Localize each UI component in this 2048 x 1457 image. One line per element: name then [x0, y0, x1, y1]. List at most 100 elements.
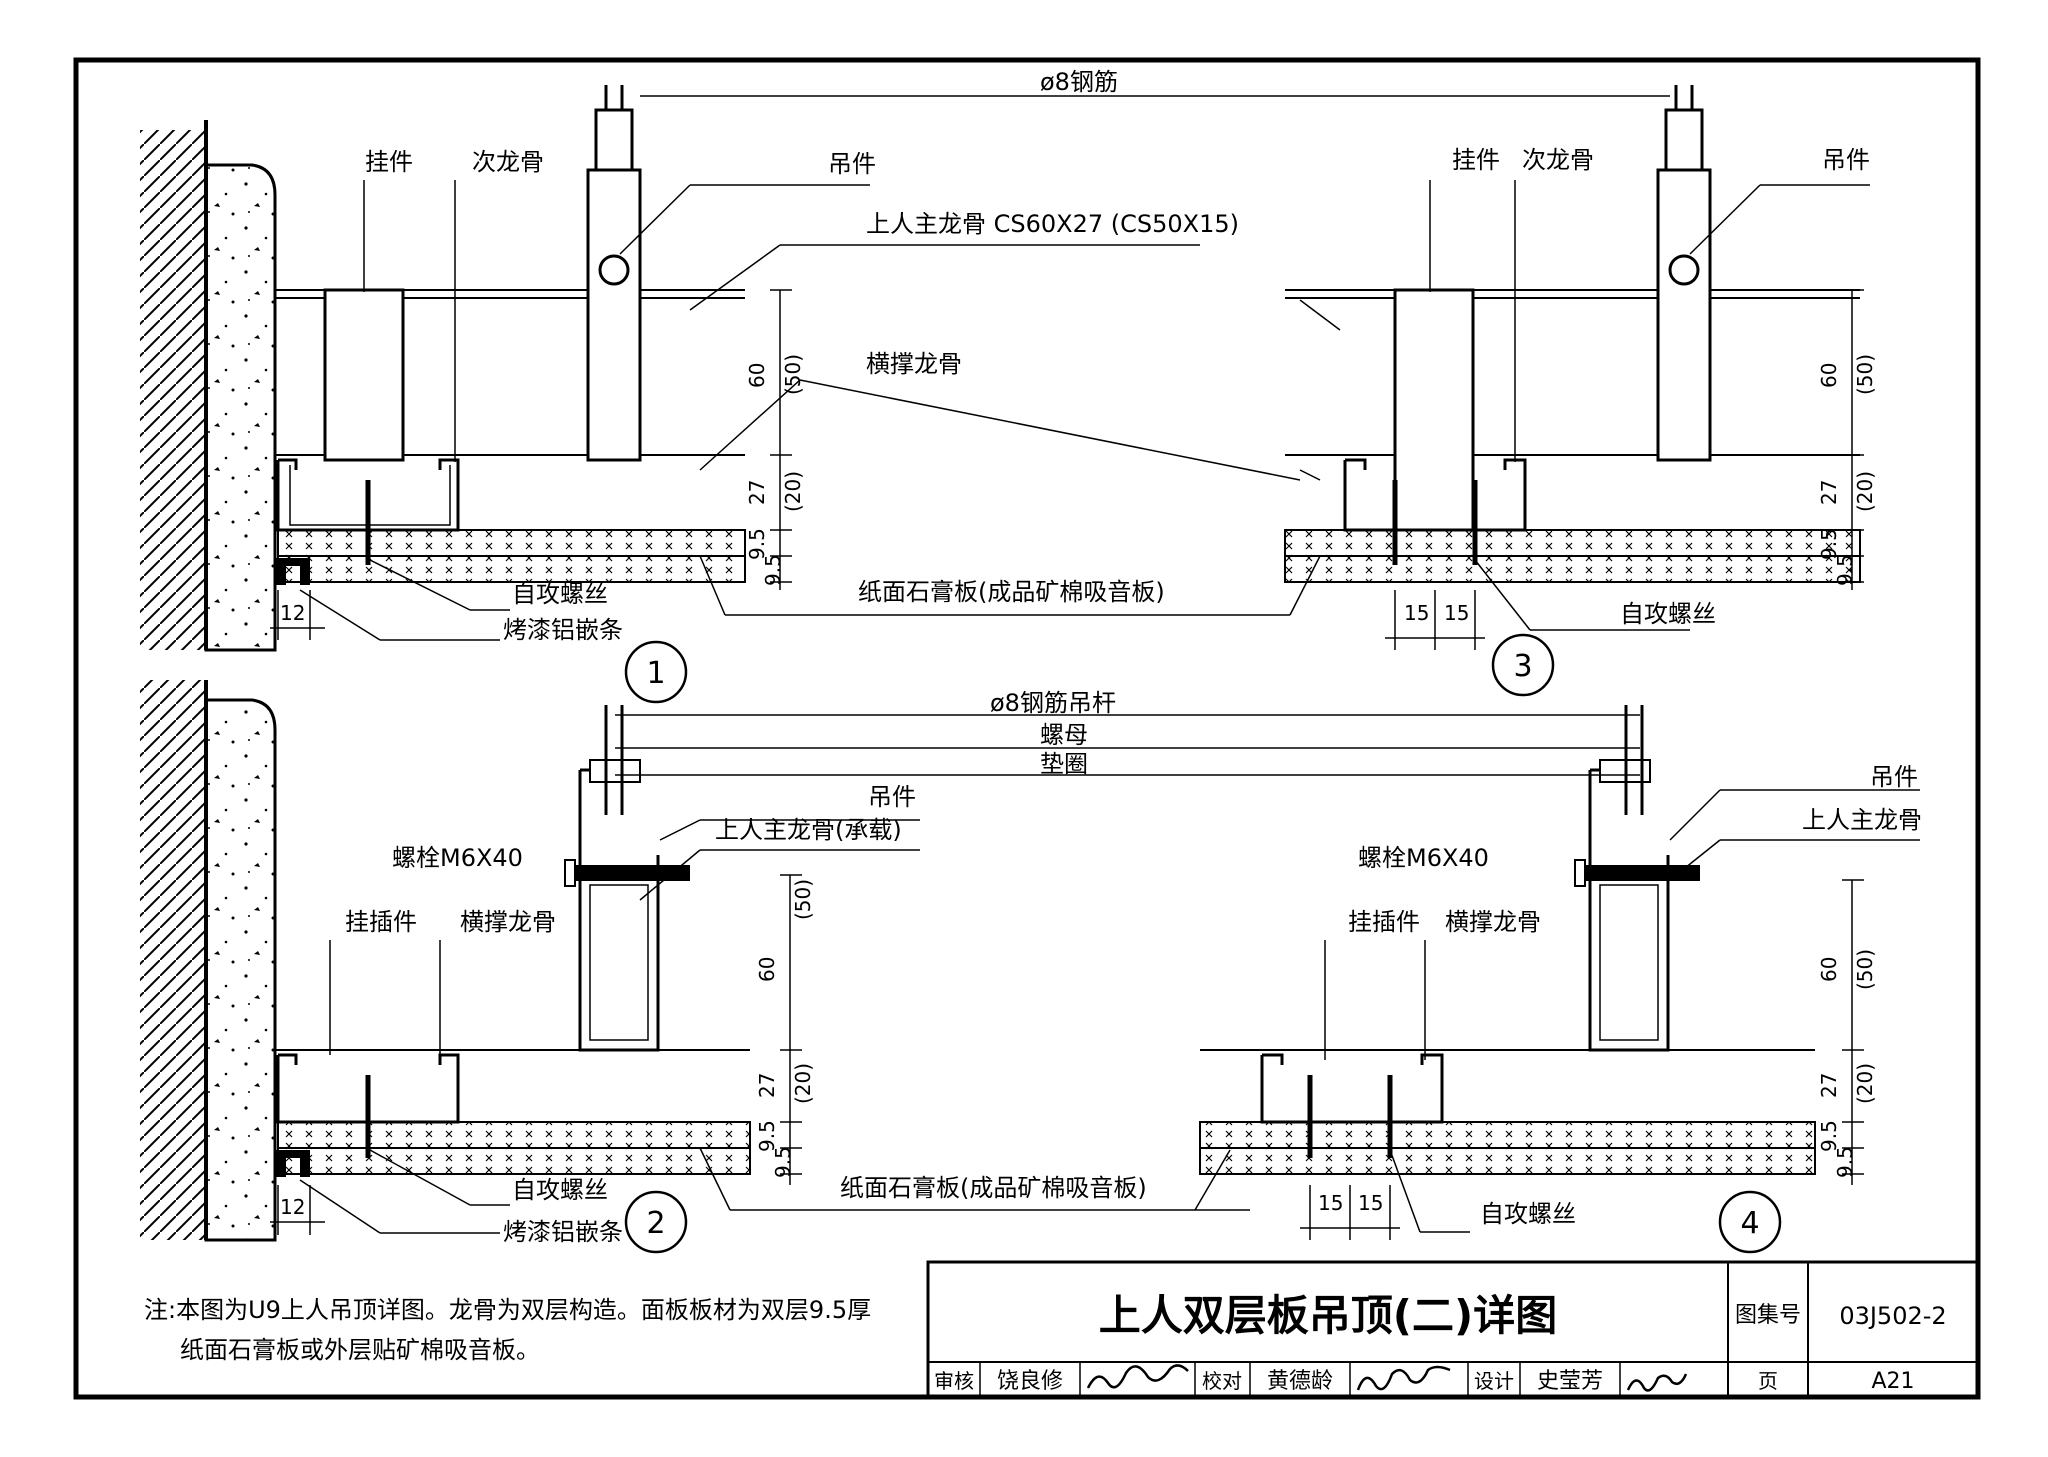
- label-bolt-2: 螺栓M6X40: [392, 844, 523, 872]
- label-cross-keel-2: 横撑龙骨: [460, 908, 556, 936]
- dim-95a-4: 9.5: [1817, 1120, 1841, 1152]
- label-nut: 螺母: [1040, 721, 1088, 749]
- label-trim-1: 烤漆铝嵌条: [503, 616, 623, 644]
- label-screw-3: 自攻螺丝: [1620, 600, 1716, 628]
- dims-3: [1842, 289, 1864, 590]
- detail-3: [1284, 85, 1870, 650]
- dim-12-1: 12: [280, 601, 305, 625]
- atlas-number: 03J502-2: [1839, 1302, 1946, 1330]
- board-layer-2b: [277, 1147, 751, 1175]
- callout-circle-2: [624, 1190, 688, 1254]
- dim-95a-1: 9.5: [745, 528, 769, 560]
- board-layer-2a: [277, 1121, 751, 1149]
- detail-4: [1194, 705, 1920, 1240]
- dim-60-4: 60: [1817, 957, 1841, 982]
- label-suspension-1: 吊件: [828, 150, 876, 178]
- signature-checker: [1356, 1365, 1451, 1391]
- drawing-title: 上人双层板吊顶(二)详图: [1099, 1291, 1557, 1340]
- board-layer-1b: [277, 555, 746, 583]
- dim-95b-3: 9.5: [1833, 554, 1857, 586]
- label-washer: 垫圈: [1040, 750, 1088, 778]
- label-main-keel-4: 上人主龙骨: [1802, 806, 1922, 834]
- title-block: [926, 1260, 1980, 1399]
- label-trim-2: 烤漆铝嵌条: [503, 1218, 623, 1246]
- dim-50-1: (50): [781, 354, 805, 395]
- label-screw-2: 自攻螺丝: [512, 1176, 608, 1204]
- signature-designer: [1626, 1373, 1688, 1392]
- dim-15a-4: 15: [1318, 1191, 1343, 1215]
- label-cross-keel-4: 横撑龙骨: [1445, 908, 1541, 936]
- dim-27-3: 27: [1817, 480, 1841, 505]
- label-screw-4: 自攻螺丝: [1480, 1200, 1576, 1228]
- dim-27-2: 27: [755, 1073, 779, 1098]
- dim-60-1: 60: [745, 363, 769, 388]
- wall-hatch-2: [140, 680, 206, 1240]
- main-keel-4: [1588, 873, 1670, 1052]
- label-board-2: 纸面石膏板(成品矿棉吸音板): [840, 1174, 1147, 1202]
- page-label: 页: [1758, 1369, 1778, 1393]
- board-layer-4a: [1199, 1121, 1816, 1149]
- dim-95b-1: 9.5: [761, 554, 785, 586]
- callout-circle-4: [1718, 1190, 1782, 1254]
- board-layer-4b: [1199, 1147, 1816, 1175]
- design-label: 设计: [1474, 1369, 1514, 1393]
- label-cross-keel-1: 横撑龙骨: [866, 350, 962, 378]
- dim-15a-3: 15: [1404, 601, 1429, 625]
- label-secondary-keel-3: 次龙骨: [1522, 146, 1594, 174]
- dim-60-3: 60: [1817, 363, 1841, 388]
- dim-95b-2: 9.5: [771, 1146, 795, 1178]
- callout-3: 3: [1513, 649, 1532, 684]
- bolt-m6x40-4: [1580, 865, 1700, 881]
- callout-circle-1: [624, 640, 688, 704]
- wall-hatch-1: [140, 130, 206, 650]
- dim-20-1: (20): [781, 471, 805, 512]
- label-secondary-keel-1: 次龙骨: [472, 148, 544, 176]
- dims-1: [770, 289, 792, 590]
- suspension-1: [586, 168, 642, 462]
- label-board-1: 纸面石膏板(成品矿棉吸音板): [858, 578, 1165, 606]
- label-main-keel-load: 上人主龙骨(承载): [715, 816, 902, 844]
- board-layer-3b: [1284, 555, 1861, 583]
- dim-27-1: 27: [745, 480, 769, 505]
- label-suspension-4: 吊件: [1870, 763, 1918, 791]
- reviewer-name: 饶良修: [997, 1369, 1063, 1394]
- dim-50-2: (50): [791, 879, 815, 920]
- dim-60-2: 60: [755, 957, 779, 982]
- bolt-m6x40-2: [570, 865, 690, 881]
- board-layer-1a: [277, 529, 746, 557]
- signature-reviewer: [1086, 1364, 1189, 1389]
- hanger-1: [323, 288, 405, 462]
- dim-50-4: (50): [1853, 949, 1877, 990]
- label-steel-bar: ø8钢筋: [1040, 68, 1118, 96]
- note-line-1: 注:本图为U9上人吊顶详图。龙骨为双层构造。面板板材为双层9.5厚: [144, 1296, 871, 1324]
- label-screw-1: 自攻螺丝: [512, 580, 608, 608]
- concrete-wall-1: [204, 163, 277, 652]
- label-hanger-3: 挂件: [1452, 146, 1500, 174]
- label-bolt-4: 螺栓M6X40: [1358, 844, 1489, 872]
- dim-27-4: 27: [1817, 1073, 1841, 1098]
- aluminum-trim-1: [276, 558, 310, 585]
- dim-15b-4: 15: [1358, 1191, 1383, 1215]
- label-suspension-2: 吊件: [868, 783, 916, 811]
- dim-12-2: 12: [280, 1195, 305, 1219]
- hanger-3: [1393, 288, 1475, 532]
- designer-name: 史莹芳: [1537, 1369, 1603, 1394]
- dim-50-3: (50): [1853, 354, 1877, 395]
- dim-95b-4: 9.5: [1833, 1146, 1857, 1178]
- dim-95a-2: 9.5: [755, 1120, 779, 1152]
- label-main-keel: 上人主龙骨 CS60X27 (CS50X15): [866, 210, 1239, 238]
- dim-15b-3: 15: [1444, 601, 1469, 625]
- dims-2: [780, 874, 802, 1185]
- concrete-wall-2: [204, 698, 277, 1242]
- label-hanger-1: 挂件: [365, 148, 413, 176]
- dims-4: [1842, 879, 1864, 1185]
- aluminum-trim-2: [276, 1150, 310, 1177]
- callout-circle-3: [1491, 633, 1555, 697]
- note-line-2: 纸面石膏板或外层贴矿棉吸音板。: [180, 1336, 540, 1364]
- review-label: 审核: [934, 1369, 974, 1393]
- atlas-label: 图集号: [1735, 1303, 1801, 1328]
- checker-name: 黄德龄: [1267, 1369, 1333, 1394]
- check-label: 校对: [1202, 1369, 1242, 1393]
- callout-2: 2: [646, 1206, 665, 1241]
